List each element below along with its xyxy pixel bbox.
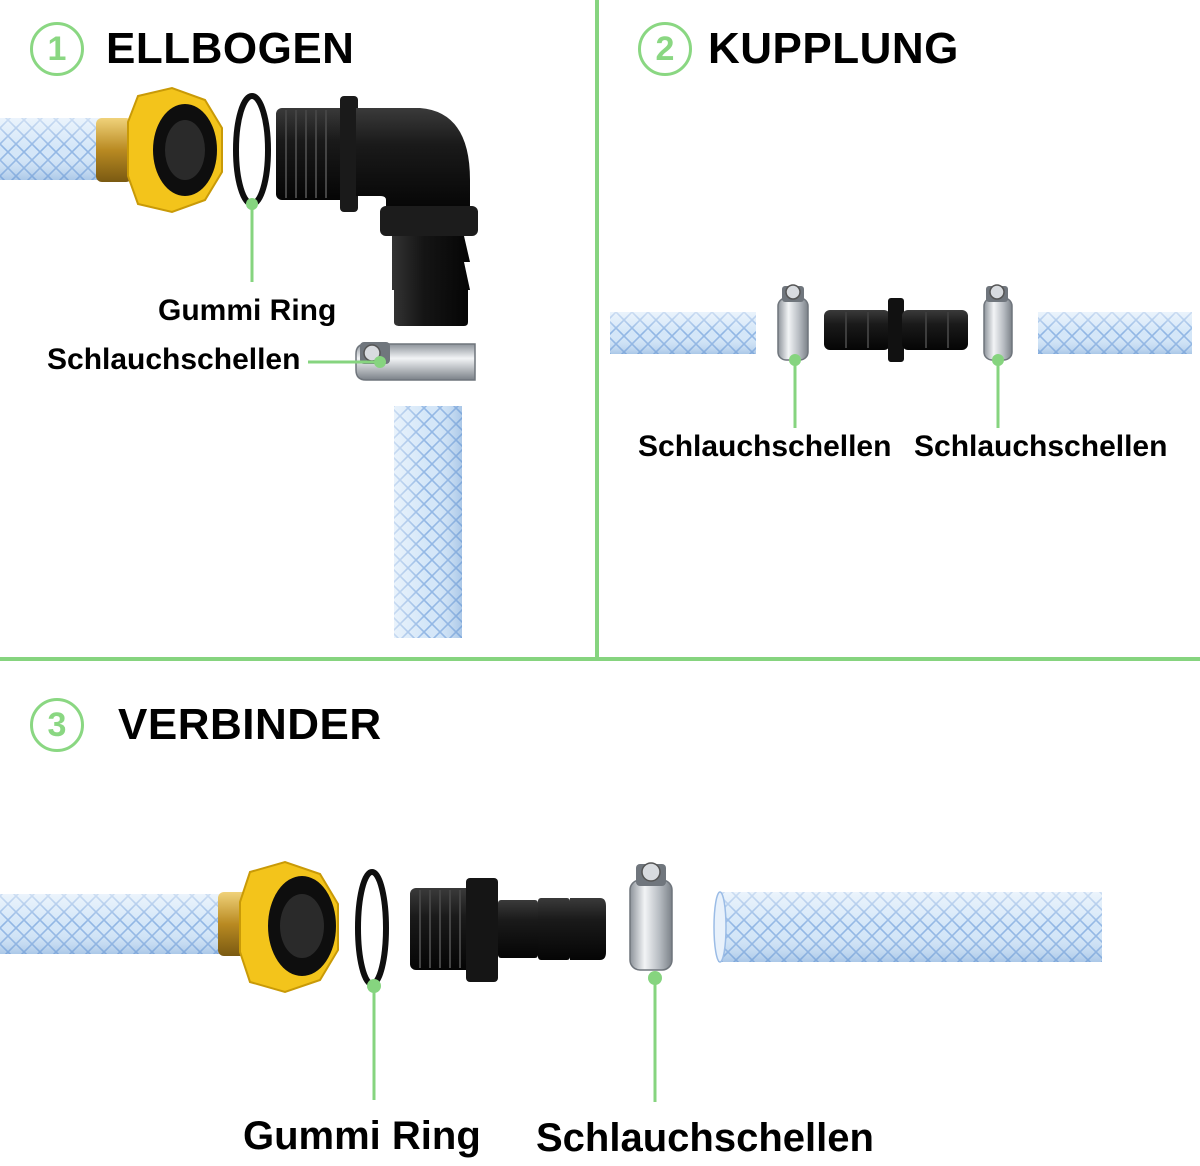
s3-threaded-barb-connector-icon [410,878,606,982]
section-heading-verbinder: 3 VERBINDER [30,698,382,752]
s3-label-gummi-ring: Gummi Ring [243,1114,481,1158]
section-heading-kupplung: 2 KUPPLUNG [638,22,959,76]
s1-hose-clamp-icon [355,342,476,381]
s3-tap-connector-icon [218,860,339,994]
s3-callout-schlauchschellen [648,971,662,1102]
s3-hose-right [713,891,1102,963]
s2-hose-right [1038,312,1192,354]
s1-callout-schlauchschellen [308,356,386,368]
s2-hose-left [610,312,756,354]
s2-double-barb-coupling-icon [824,298,968,362]
s1-tap-connector-icon [96,86,223,214]
section-heading-ellbogen: 1 ELLBOGEN [30,22,354,76]
s1-hose-vertical [394,406,462,638]
s3-gummi-ring-icon [355,869,389,987]
s2-label-schlauchschellen-right: Schlauchschellen [914,430,1168,463]
s2-callout-left [789,354,801,428]
s1-label-gummi-ring: Gummi Ring [158,294,337,327]
s1-gummi-ring-icon [233,93,271,207]
step-number-1: 1 [30,22,84,76]
s3-hose-clamp-icon [629,862,673,971]
s2-hose-clamp-left-icon [777,284,809,361]
s2-callout-right [992,354,1004,428]
horizontal-divider [0,657,1200,661]
s3-callout-gummi-ring [367,979,381,1100]
section-title-ellbogen: ELLBOGEN [106,24,355,73]
section-title-verbinder: VERBINDER [118,700,382,749]
s1-callout-gummi-ring [246,198,258,282]
vertical-divider [595,0,599,660]
s1-label-schlauchschellen: Schlauchschellen [47,343,301,376]
s3-label-schlauchschellen: Schlauchschellen [536,1116,874,1160]
s1-hose-left [0,118,110,180]
step-number-2: 2 [638,22,692,76]
s2-label-schlauchschellen-left: Schlauchschellen [638,430,892,463]
step-number-3: 3 [30,698,84,752]
section-title-kupplung: KUPPLUNG [708,24,959,73]
s1-elbow-fitting-icon [276,96,478,326]
s3-hose-left [0,894,232,954]
s2-hose-clamp-right-icon [983,284,1013,361]
